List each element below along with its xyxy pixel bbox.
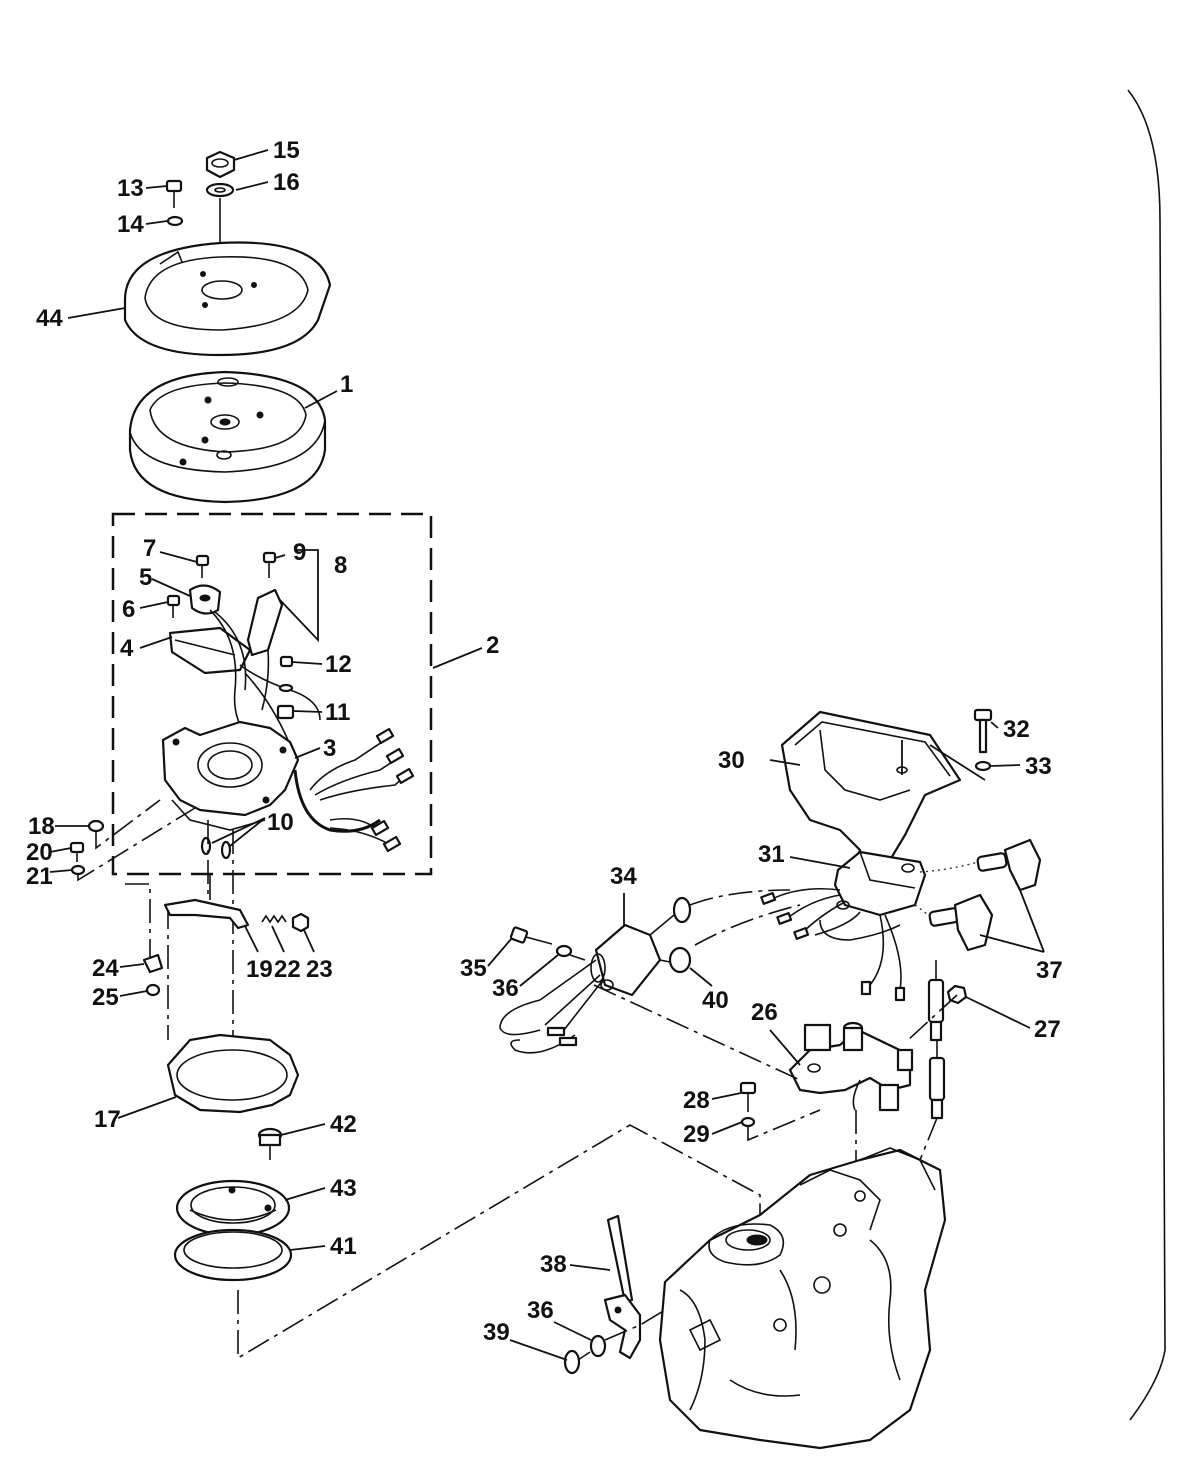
callout-11: 11 (325, 699, 350, 726)
callout-23: 23 (306, 956, 333, 983)
flywheel-cover-icon (123, 241, 332, 357)
callout-36: 36 (492, 975, 519, 1002)
clip-24-icon (142, 953, 164, 974)
spark-plug-boot-upper-icon (976, 838, 1042, 892)
callout-34: 34 (610, 863, 637, 890)
callout-40: 40 (702, 987, 729, 1014)
spring-22-icon (261, 914, 287, 924)
clip-11-icon (276, 704, 295, 720)
stator-plate-icon (161, 720, 300, 831)
callout-18: 18 (28, 813, 55, 840)
screw-39-icon (563, 1349, 591, 1375)
callout-14: 14 (117, 211, 144, 238)
callout-6: 6 (122, 596, 135, 623)
screw-13-icon (165, 179, 183, 208)
callout-20: 20 (26, 839, 53, 866)
callout-4: 4 (120, 635, 134, 662)
screw-35-icon (509, 926, 553, 945)
washer-36-icon (555, 944, 573, 958)
callout-39: 39 (483, 1319, 510, 1346)
callout-42: 42 (330, 1111, 357, 1138)
callout-22: 22 (274, 956, 301, 983)
callout-10: 10 (267, 809, 294, 836)
trigger-link-icon (163, 875, 250, 930)
lockwasher-14-icon (166, 215, 184, 227)
wire-harness-icon (293, 727, 415, 853)
sensor-coil-8-icon (246, 588, 284, 657)
flywheel-washer-icon (205, 182, 235, 198)
callout-31: 31 (758, 841, 785, 868)
callout-3: 3 (323, 735, 336, 762)
callout-12: 12 (325, 651, 352, 678)
callout-32: 32 (1003, 716, 1030, 743)
screw-25-icon (145, 983, 161, 997)
callout-8: 8 (334, 552, 347, 579)
stator-assembly-box (111, 512, 433, 876)
screw-18-icon (87, 819, 105, 833)
callout-36-lower: 36 (527, 1297, 554, 1324)
retainer-ring-17-icon (166, 1033, 300, 1114)
callout-2: 2 (486, 632, 499, 659)
callout-24: 24 (92, 955, 119, 982)
callout-33: 33 (1025, 753, 1052, 780)
screw-7-icon (195, 554, 210, 578)
callout-43: 43 (330, 1175, 357, 1202)
callout-35: 35 (460, 955, 487, 982)
screw-20-icon (69, 841, 85, 862)
screw-12-icon (278, 655, 294, 693)
charge-coil-icon (168, 626, 252, 675)
mounting-bracket-26-icon (788, 1021, 914, 1112)
callout-38: 38 (540, 1251, 567, 1278)
trigger-coil-icon (188, 584, 222, 615)
washer-33-icon (974, 760, 992, 772)
flywheel-icon (128, 370, 327, 504)
callout-17: 17 (94, 1106, 121, 1133)
switch-box-icon (833, 850, 927, 917)
callout-41: 41 (330, 1233, 357, 1260)
spark-plug-boot-lower-icon (928, 893, 994, 952)
callout-25: 25 (92, 984, 119, 1011)
callout-37: 37 (1036, 957, 1063, 984)
washer-29-icon (740, 1116, 756, 1128)
leader-lines (49, 149, 1045, 1361)
callout-26: 26 (751, 999, 778, 1026)
callout-16: 16 (273, 169, 300, 196)
washer-21-icon (70, 864, 86, 876)
callout-30: 30 (718, 747, 745, 774)
callout-19: 19 (246, 956, 273, 983)
callout-7: 7 (143, 535, 156, 562)
screw-9-icon (262, 551, 277, 578)
callout-21: 21 (26, 863, 53, 890)
powerhead-block-icon (658, 1147, 947, 1450)
callout-5: 5 (139, 564, 152, 591)
callout-44: 44 (36, 305, 63, 332)
ignition-coil-icon (499, 896, 692, 1054)
screw-28-icon (739, 1081, 757, 1112)
callout-15: 15 (273, 137, 300, 164)
screw-6-icon (166, 594, 181, 618)
callout-29: 29 (683, 1121, 710, 1148)
callout-13: 13 (117, 175, 144, 202)
page-edge-line (1127, 89, 1166, 1421)
flywheel-nut-icon (205, 150, 236, 179)
callout-28: 28 (683, 1087, 710, 1114)
washer-36-lower-icon (589, 1334, 607, 1358)
screw-42-icon (257, 1127, 283, 1160)
nut-23-icon (291, 912, 310, 933)
spark-plug-icon (927, 978, 946, 1120)
callout-1: 1 (340, 371, 353, 398)
callout-9: 9 (293, 539, 306, 566)
throttle-lever-icon (603, 1214, 642, 1360)
screw-32-icon (973, 708, 993, 754)
carrier-plate-43-icon (175, 1179, 291, 1237)
callout-27: 27 (1034, 1016, 1061, 1043)
callout-labels: 15 16 13 14 44 1 7 9 8 5 6 4 2 12 11 3 1… (26, 137, 1063, 1346)
ring-41-icon (173, 1228, 293, 1282)
